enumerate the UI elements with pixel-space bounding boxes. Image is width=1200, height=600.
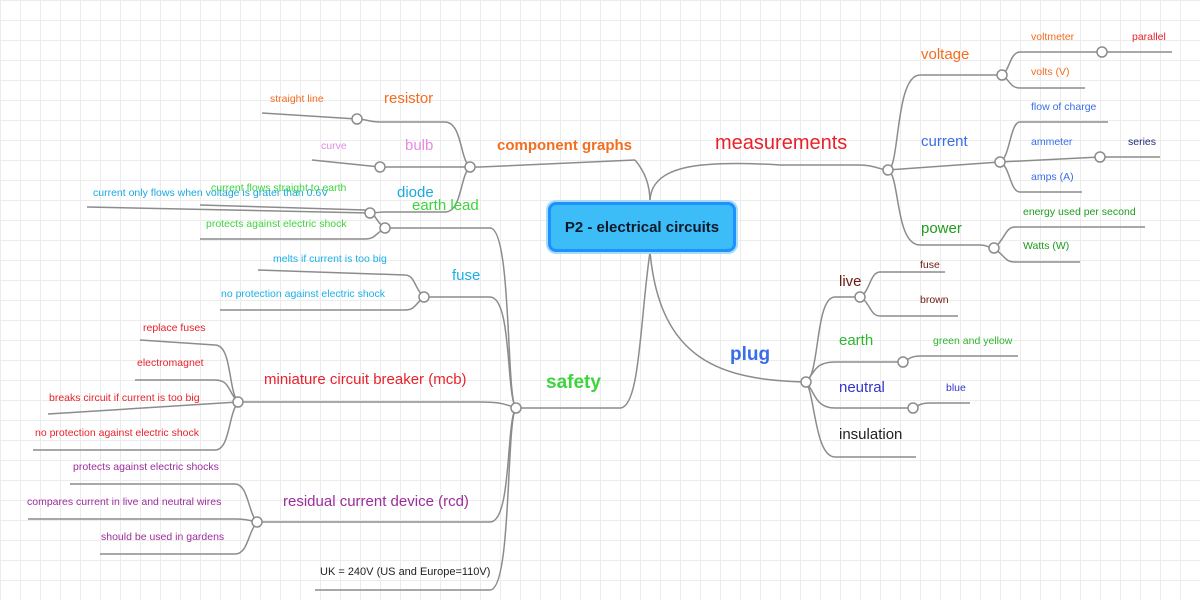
node-diode[interactable]: diode — [397, 184, 434, 201]
leaf-breaks-circuit[interactable]: breaks circuit if current is too big — [49, 392, 200, 404]
branch-measurements[interactable]: measurements — [715, 132, 848, 154]
leaf-electromagnet[interactable]: electromagnet — [137, 357, 204, 369]
leaf-green-and-yellow[interactable]: green and yellow — [933, 335, 1013, 347]
leaf-voltmeter[interactable]: voltmeter — [1031, 31, 1075, 43]
leaf-blue[interactable]: blue — [946, 382, 966, 394]
branch-plug[interactable]: plug — [730, 344, 771, 365]
node-live[interactable]: live — [839, 273, 862, 290]
leaf-series[interactable]: series — [1128, 136, 1157, 148]
leaf-volts[interactable]: volts (V) — [1031, 66, 1070, 78]
junction-earth — [897, 356, 909, 368]
junction-measurements — [882, 164, 894, 176]
leaf-amps[interactable]: amps (A) — [1031, 171, 1074, 183]
junction-mcb — [232, 396, 244, 408]
junction-current — [994, 156, 1006, 168]
central-topic[interactable]: P2 - electrical circuits — [548, 202, 736, 252]
junction-fuse — [418, 291, 430, 303]
leaf-used-in-gardens[interactable]: should be used in gardens — [101, 531, 225, 543]
junction-safety — [510, 402, 522, 414]
branch-safety[interactable]: safety — [546, 372, 601, 393]
branch-component-graphs[interactable]: component graphs — [497, 137, 633, 154]
leaf-protects-electric-shock[interactable]: protects against electric shock — [206, 218, 347, 230]
junction-voltmeter — [1096, 46, 1108, 58]
junction-rcd — [251, 516, 263, 528]
node-resistor[interactable]: resistor — [384, 90, 434, 107]
node-current[interactable]: current — [921, 133, 968, 150]
junction-resistor — [351, 113, 363, 125]
junction-component-graphs — [464, 161, 476, 173]
leaf-diode-condition[interactable]: current only flows when voltage is grate… — [93, 187, 329, 199]
leaf-curve[interactable]: curve — [321, 140, 347, 152]
leaf-flow-of-charge[interactable]: flow of charge — [1031, 101, 1097, 113]
leaf-ammeter[interactable]: ammeter — [1031, 136, 1073, 148]
node-mcb[interactable]: miniature circuit breaker (mcb) — [264, 371, 467, 388]
leaf-fuse-plug[interactable]: fuse — [920, 259, 940, 271]
leaf-replace-fuses[interactable]: replace fuses — [143, 322, 206, 334]
node-insulation[interactable]: insulation — [839, 426, 903, 443]
junction-diode — [364, 207, 376, 219]
junction-bulb — [374, 161, 386, 173]
node-rcd[interactable]: residual current device (rcd) — [283, 493, 469, 510]
junction-voltage — [996, 69, 1008, 81]
connector-measurements — [649, 162, 889, 203]
leaf-protects-shocks-rcd[interactable]: protects against electric shocks — [73, 461, 219, 473]
leaf-no-protection-mcb[interactable]: no protection against electric shock — [35, 427, 200, 439]
connector-component-graphs — [634, 159, 651, 203]
junction-live — [854, 291, 866, 303]
node-bulb[interactable]: bulb — [405, 137, 434, 154]
junction-neutral — [907, 402, 919, 414]
leaf-energy-per-second[interactable]: energy used per second — [1023, 206, 1136, 218]
leaf-current-straight-to-earth[interactable]: current flows straight to earth — [211, 182, 347, 194]
leaf-brown[interactable]: brown — [920, 294, 949, 306]
junction-plug — [800, 376, 812, 388]
leaf-no-protection-fuse[interactable]: no protection against electric shock — [221, 288, 386, 300]
junction-earth-lead — [379, 222, 391, 234]
central-topic-label: P2 - electrical circuits — [564, 218, 720, 236]
leaf-compares-current[interactable]: compares current in live and neutral wir… — [27, 496, 222, 508]
leaf-parallel[interactable]: parallel — [1132, 31, 1166, 43]
node-voltage[interactable]: voltage — [921, 46, 970, 63]
connector-plug — [649, 251, 807, 383]
leaf-watts[interactable]: Watts (W) — [1023, 240, 1070, 252]
node-power[interactable]: power — [921, 220, 962, 237]
node-uk-voltage[interactable]: UK = 240V (US and Europe=110V) — [320, 566, 491, 578]
node-earth[interactable]: earth — [839, 332, 874, 349]
node-fuse-safety[interactable]: fuse — [452, 267, 481, 284]
junction-power — [988, 242, 1000, 254]
leaf-melts-if-current-big[interactable]: melts if current is too big — [273, 253, 387, 265]
node-neutral[interactable]: neutral — [839, 379, 885, 396]
leaf-straight-line[interactable]: straight line — [270, 93, 324, 105]
junction-ammeter — [1094, 151, 1106, 163]
connector-safety — [516, 251, 651, 409]
node-earth-lead[interactable]: earth lead — [412, 197, 479, 214]
